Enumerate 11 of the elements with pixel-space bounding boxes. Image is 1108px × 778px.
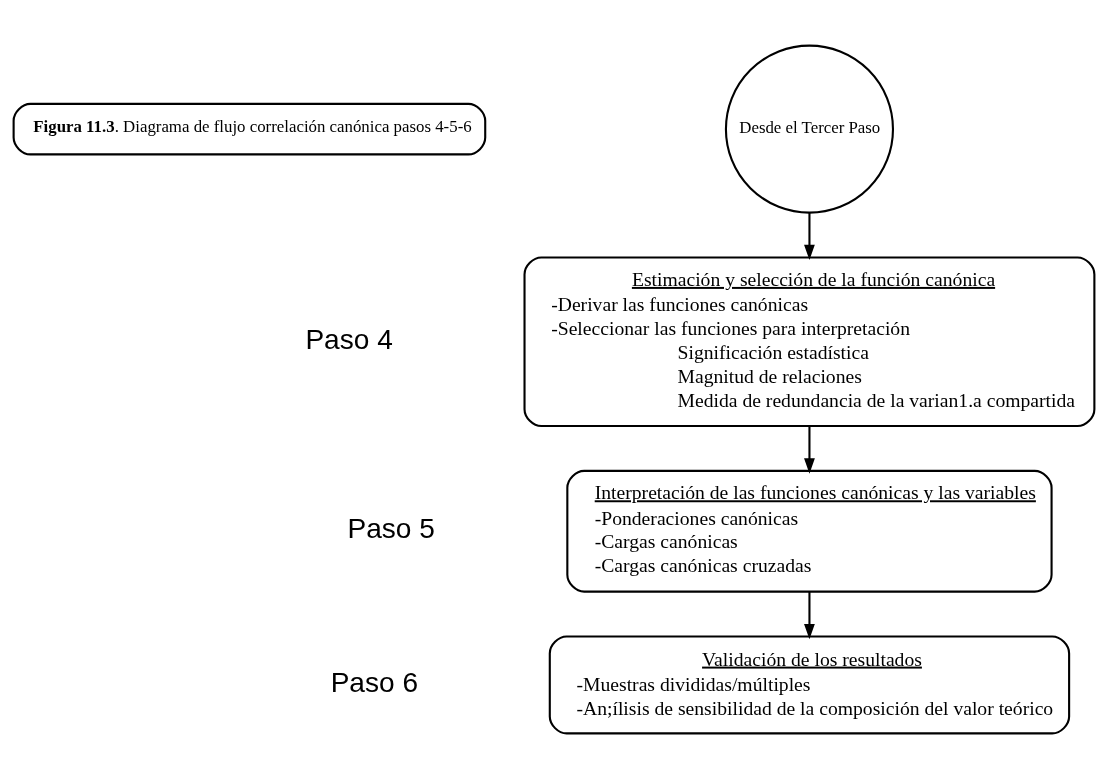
label: Paso 5 — [347, 512, 435, 544]
arrow — [804, 212, 815, 260]
arrow — [804, 425, 815, 474]
label: Paso 6 — [330, 666, 419, 698]
arrow — [804, 591, 815, 639]
node-box: Validación de los resultados -Muestras divididas/múltiples -An;ílisis de sensibilidad de la composición del valor teórico — [548, 635, 1071, 734]
label: Paso 4 — [305, 323, 393, 355]
node-box: Figura 11.3. Diagrama de flujo correlación canónica pasos 4-5-6 — [12, 102, 487, 155]
node-box: Estimación y selección de la función canónica -Derivar las funciones canónicas -Seleccionar las funciones para interpretación Significación estadística Magnitud de relaciones Medida de redundancia de la varian1.a compartida — [523, 256, 1096, 427]
node-box: Interpretación de las funciones canónicas y las variables -Ponderaciones canónicas -Cargas canónicas -Cargas canónicas cruzadas — [566, 469, 1053, 593]
node-circle: Desde el Tercer Paso — [724, 44, 895, 214]
